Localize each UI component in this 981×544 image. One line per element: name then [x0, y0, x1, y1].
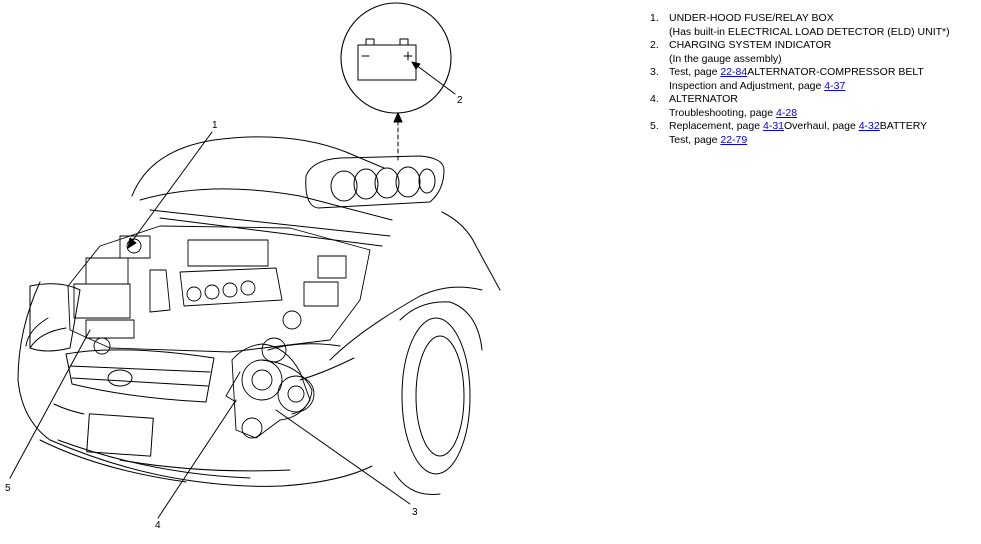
legend-text: BATTERY [879, 120, 928, 132]
component-legend: 1. UNDER-HOOD FUSE/RELAY BOX(Has built-in… [650, 12, 970, 147]
charging-indicator-inset [340, 2, 456, 161]
legend-text: Test, page [669, 133, 721, 146]
engine-compartment [67, 225, 371, 439]
legend-line: Replacement, page 4-31Overhaul, page 4-3… [669, 120, 970, 134]
legend-line: (Has built-in ELECTRICAL LOAD DETECTOR (… [669, 26, 970, 40]
legend-text: ALTERNATOR-COMPRESSOR BELT [747, 66, 924, 78]
gauge-assembly [305, 155, 445, 209]
legend-item-number: 3. [650, 66, 659, 78]
page-reference-link[interactable]: 22-84 [720, 66, 748, 78]
legend-item-body: CHARGING SYSTEM INDICATOR(In the gauge a… [669, 39, 970, 66]
legend-text: (In the gauge assembly) [669, 52, 782, 65]
legend-item-5: 5. Replacement, page 4-31Overhaul, page 4… [650, 120, 970, 147]
legend-text: Troubleshooting, page [669, 106, 777, 119]
legend-item-body: Replacement, page 4-31Overhaul, page 4-3… [669, 120, 970, 147]
legend-line: ALTERNATOR [669, 93, 970, 107]
legend-line: Test, page 22-79 [669, 134, 970, 148]
page-reference-link[interactable]: 4-31 [762, 120, 784, 132]
legend-text: Overhaul, page [784, 120, 859, 132]
hood [131, 136, 393, 247]
legend-line: UNDER-HOOD FUSE/RELAY BOX [669, 12, 970, 26]
legend-text: Inspection and Adjustment, page [669, 79, 825, 92]
callout-2: 2 [457, 95, 463, 106]
legend-item-3: 3. Test, page 22-84ALTERNATOR-COMPRESSOR … [650, 66, 970, 93]
legend-line: Inspection and Adjustment, page 4-37 [669, 80, 970, 94]
legend-line: (In the gauge assembly) [669, 53, 970, 67]
page-reference-link[interactable]: 22-79 [720, 133, 748, 146]
page-reference-link[interactable]: 4-28 [776, 106, 798, 119]
legend-item-2: 2. CHARGING SYSTEM INDICATOR(In the gauge… [650, 39, 970, 66]
legend-text: Replacement, page [669, 120, 763, 132]
page-reference-link[interactable]: 4-32 [858, 120, 880, 132]
legend-line: Troubleshooting, page 4-28 [669, 107, 970, 121]
callout-3: 3 [412, 507, 418, 518]
legend-item-number: 1. [650, 12, 659, 24]
callout-4: 4 [155, 520, 161, 531]
callout-5: 5 [5, 483, 11, 494]
legend-text: (Has built-in ELECTRICAL LOAD DETECTOR (… [669, 25, 950, 38]
callout-1: 1 [212, 120, 218, 131]
legend-text: CHARGING SYSTEM INDICATOR [669, 39, 832, 51]
car-body [17, 211, 501, 496]
leader-lines [9, 131, 411, 519]
page-reference-link[interactable]: 4-37 [824, 79, 846, 92]
battery-icon [357, 38, 417, 81]
engine-bay-diagram: 1 2 3 4 5 [5, 2, 501, 531]
legend-item-body: UNDER-HOOD FUSE/RELAY BOX(Has built-in E… [669, 12, 970, 39]
legend-item-1: 1. UNDER-HOOD FUSE/RELAY BOX(Has built-in… [650, 12, 970, 39]
legend-item-number: 4. [650, 93, 659, 105]
legend-line: CHARGING SYSTEM INDICATOR [669, 39, 970, 53]
legend-text: Test, page [669, 66, 721, 78]
legend-item-number: 2. [650, 39, 659, 51]
legend-line: Test, page 22-84ALTERNATOR-COMPRESSOR BE… [669, 66, 970, 80]
legend-item-number: 5. [650, 120, 659, 132]
legend-text: ALTERNATOR [669, 93, 738, 105]
legend-item-body: Test, page 22-84ALTERNATOR-COMPRESSOR BE… [669, 66, 970, 93]
front-grille [65, 349, 215, 457]
legend-text: UNDER-HOOD FUSE/RELAY BOX [669, 12, 834, 24]
